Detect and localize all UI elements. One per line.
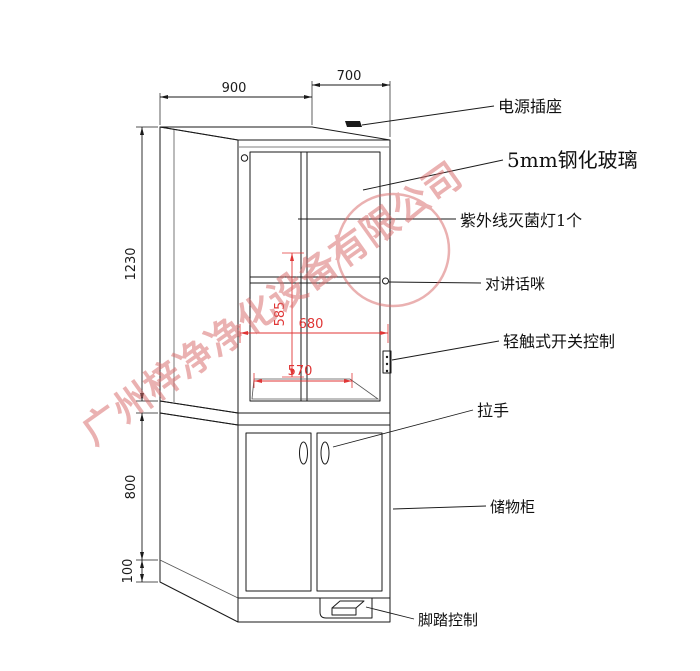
lower-storage-cabinet	[159, 412, 391, 623]
callout-storage-cabinet: 储物柜	[392, 498, 535, 516]
dimension-680: 680	[239, 317, 389, 343]
leader-line	[362, 159, 504, 191]
callout-foot-pedal: 脚踏控制	[365, 606, 478, 629]
touch-switch-panel[interactable]	[382, 350, 392, 374]
power-socket-block[interactable]	[345, 121, 362, 127]
callout-power-socket: 电源插座	[361, 97, 562, 126]
company-seal-circle	[335, 192, 451, 308]
door-handle-right[interactable]	[320, 441, 330, 465]
dim-570-label: 570	[288, 364, 313, 379]
cabinet-base	[237, 597, 391, 623]
callout-touch-switch-label: 轻触式开关控制	[503, 332, 615, 351]
dim-100-label: 100	[121, 559, 136, 584]
counter-band	[159, 400, 391, 426]
dim-585-label: 585	[273, 302, 288, 327]
leader-line	[332, 409, 474, 448]
intercom-mic-dot[interactable]	[382, 277, 389, 285]
dim-900-label: 900	[222, 81, 247, 96]
callout-handle: 拉手	[332, 401, 509, 448]
callout-intercom-mic-label: 对讲话咪	[485, 275, 545, 293]
dim-680-label: 680	[299, 317, 324, 332]
cabinet-left-side	[159, 412, 239, 623]
leader-line	[391, 340, 500, 361]
callout-foot-pedal-label: 脚踏控制	[418, 611, 478, 629]
dimension-700: 700	[312, 69, 391, 137]
dimension-900: 900	[159, 81, 313, 125]
leader-line	[365, 606, 415, 620]
leader-line	[388, 281, 482, 284]
dim-700-label: 700	[337, 69, 362, 84]
dimension-800: 800	[124, 412, 158, 561]
callout-intercom-mic: 对讲话咪	[388, 275, 545, 293]
company-watermark: 广州梓净净化设备有限公司	[74, 153, 471, 454]
callout-touch-switch: 轻触式开关控制	[391, 332, 615, 361]
dimension-570: 570	[253, 364, 353, 388]
callout-power-socket-label: 电源插座	[498, 97, 562, 116]
door-lock-knob[interactable]	[240, 154, 249, 162]
cabinet-side-base-line	[159, 559, 239, 599]
dim-800-label: 800	[124, 475, 139, 500]
interior-floor	[251, 378, 380, 400]
dimension-585: 585	[273, 252, 304, 378]
leader-line	[392, 505, 487, 510]
dimension-100: 100	[121, 559, 158, 584]
cabinet-door-right[interactable]	[316, 432, 383, 592]
leader-line	[361, 105, 495, 126]
door-handle-left[interactable]	[299, 441, 308, 465]
foot-pedal-shape[interactable]	[331, 600, 365, 616]
dimension-1230: 1230	[124, 126, 158, 402]
callout-storage-cabinet-label: 储物柜	[490, 498, 535, 516]
callout-uv-lamp: 紫外线灭菌灯1个	[298, 211, 582, 230]
callout-tempered-glass: 5mm钢化玻璃	[362, 148, 638, 191]
dim-1230-label: 1230	[124, 247, 139, 280]
pedal-recess	[319, 598, 373, 619]
cabinet-door-left[interactable]	[245, 432, 312, 592]
cabinet-front	[237, 424, 391, 599]
callout-tempered-glass-label: 5mm钢化玻璃	[507, 148, 638, 172]
callout-handle-label: 拉手	[477, 401, 509, 420]
callout-uv-lamp-label: 紫外线灭菌灯1个	[460, 211, 582, 230]
passbox-top-face	[159, 126, 391, 141]
